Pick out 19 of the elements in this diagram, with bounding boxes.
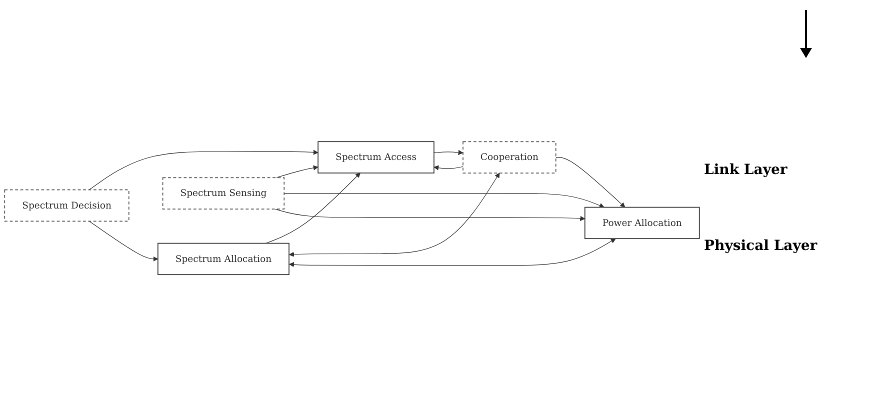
node-box: Spectrum Decision — [4, 189, 130, 222]
arrow — [284, 192, 604, 208]
arrow — [434, 150, 464, 155]
node-box: Spectrum Allocation — [158, 242, 290, 275]
node-box: Spectrum Access — [318, 141, 434, 174]
arrow — [556, 156, 626, 208]
arrow — [266, 172, 360, 244]
node-box: Power Allocation — [584, 206, 700, 239]
node-box: Spectrum Sensing — [162, 177, 285, 210]
layer-label: Link Layer — [704, 162, 788, 178]
node-box: Cooperation — [462, 141, 556, 174]
arrow — [276, 165, 318, 178]
arrow — [289, 172, 500, 257]
arrow — [88, 150, 318, 190]
arrow — [274, 208, 586, 221]
arrow — [289, 238, 616, 267]
arrow — [434, 165, 464, 170]
layer-label: Physical Layer — [704, 238, 818, 254]
arrow — [88, 220, 158, 262]
